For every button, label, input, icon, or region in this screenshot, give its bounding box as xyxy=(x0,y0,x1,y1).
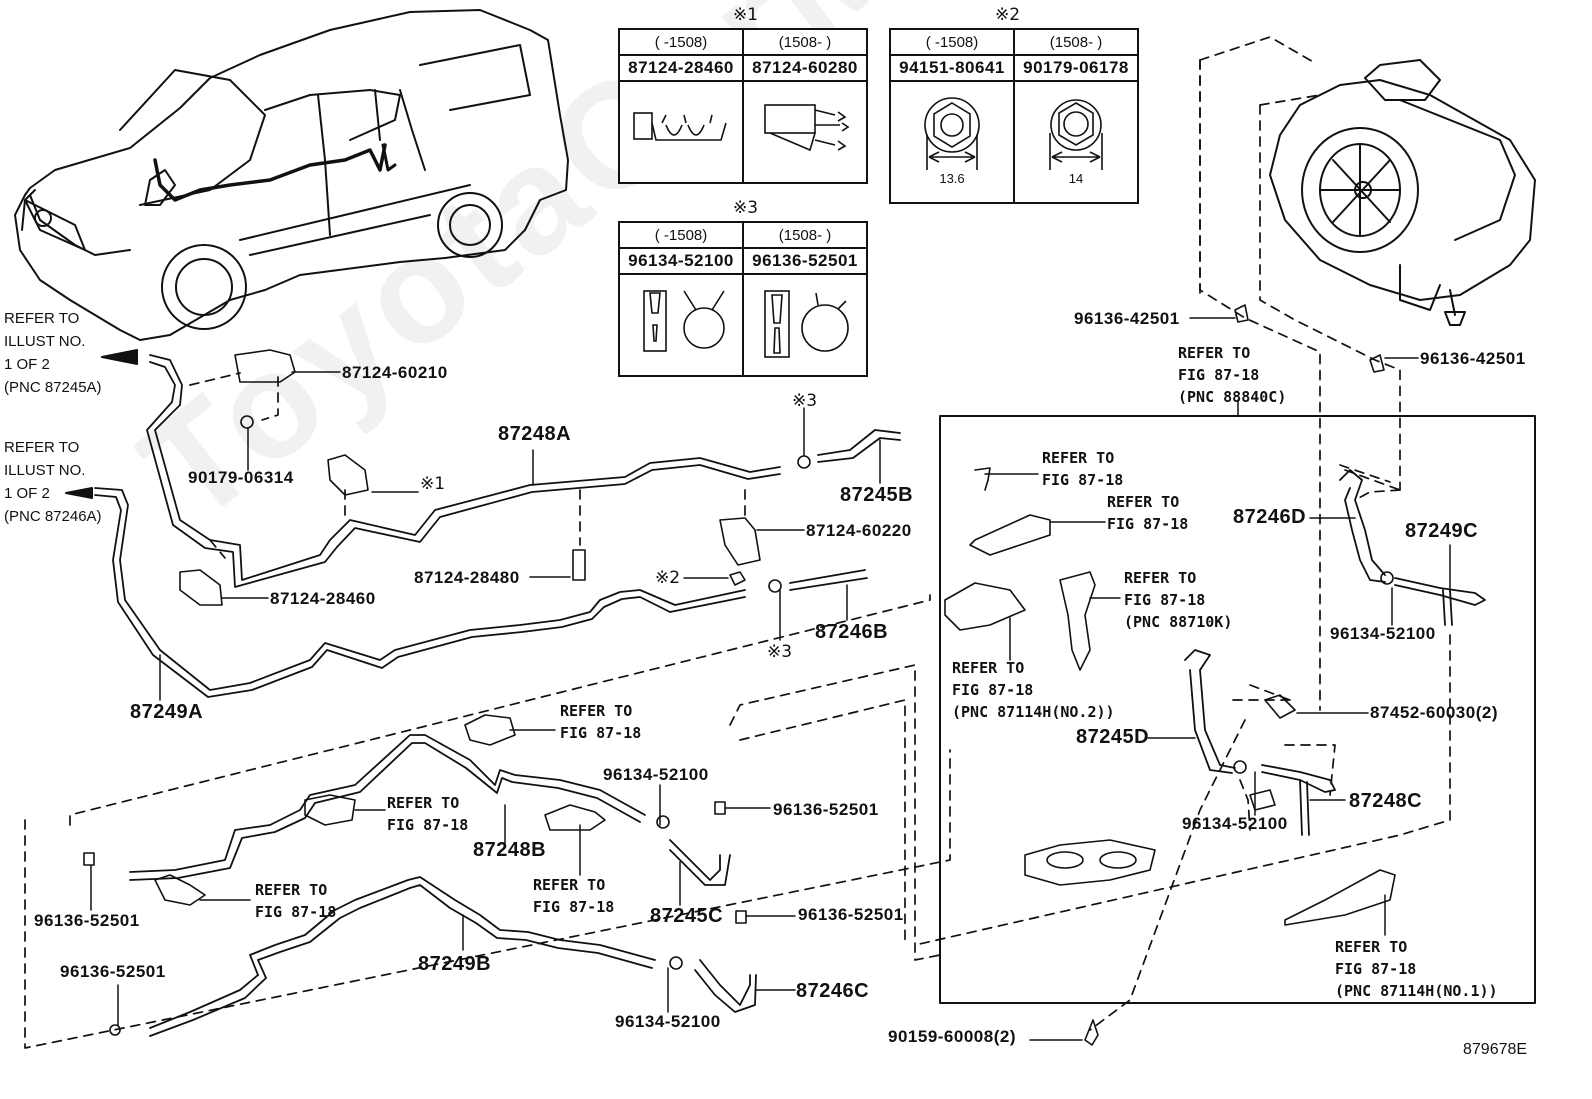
part-label-87452-60030[interactable]: 87452-60030(2) xyxy=(1370,703,1498,722)
nut-icon: 13.6 xyxy=(889,80,1015,204)
refer-illust-note-87246a[interactable]: REFER TO ILLUST NO. 1 OF 2 (PNC 87246A) xyxy=(4,439,102,525)
part-number[interactable]: 90179-06178 xyxy=(1013,54,1139,82)
part-label-87249c[interactable]: 87249C xyxy=(1405,520,1479,542)
refer-illust-note-87245a[interactable]: REFER TO ILLUST NO. 1 OF 2 (PNC 87245A) xyxy=(4,310,102,396)
part-label-87248a[interactable]: 87248A xyxy=(498,423,572,445)
part-label-87248c[interactable]: 87248C xyxy=(1349,790,1423,812)
part-label-90159-60008[interactable]: 90159-60008(2) xyxy=(888,1027,1016,1046)
symbol-ref-2[interactable]: ※2 xyxy=(655,568,681,588)
refer-fig-note[interactable]: REFER TO FIG 87-18 xyxy=(1107,493,1189,533)
part-label-87246d[interactable]: 87246D xyxy=(1233,506,1307,528)
variant-symbol-3: ※3 xyxy=(733,198,759,218)
part-label-96136-52501[interactable]: 96136-52501 xyxy=(798,905,904,924)
clamp-icon xyxy=(618,80,744,184)
part-label-87249a[interactable]: 87249A xyxy=(130,701,204,723)
symbol-ref-3-upper[interactable]: ※3 xyxy=(792,391,818,411)
part-label-87124-28480[interactable]: 87124-28480 xyxy=(414,568,520,587)
refer-fig-note[interactable]: REFER TO FIG 87-18 xyxy=(255,881,337,921)
variant-table-3: ( -1508) (1508- ) 96134-52100 96136-5250… xyxy=(618,221,868,377)
range-after-1508: (1508- ) xyxy=(742,221,868,249)
part-number[interactable]: 94151-80641 xyxy=(889,54,1015,82)
part-label-87124-60220[interactable]: 87124-60220 xyxy=(806,521,912,540)
part-number[interactable]: 96134-52100 xyxy=(618,247,744,275)
refer-arrows xyxy=(65,349,138,499)
refer-fig-note[interactable]: REFER TO FIG 87-18 xyxy=(533,876,615,916)
assembly-dash-lines xyxy=(24,36,1451,1049)
variant-table-1: ( -1508) (1508- ) 87124-28460 87124-6028… xyxy=(618,28,868,184)
variant-symbol-1: ※1 xyxy=(733,5,759,25)
part-label-87124-60210[interactable]: 87124-60210 xyxy=(342,363,448,382)
variant-symbol-2: ※2 xyxy=(995,5,1021,25)
part-label-87245d[interactable]: 87245D xyxy=(1076,726,1150,748)
refer-fig-note[interactable]: REFER TO FIG 87-18 xyxy=(387,794,469,834)
part-label-96134-52100[interactable]: 96134-52100 xyxy=(1182,814,1288,833)
part-label-87248b[interactable]: 87248B xyxy=(473,839,547,861)
refer-fig-note[interactable]: REFER TO FIG 87-18 xyxy=(1042,449,1124,489)
vehicle-illustration xyxy=(14,9,569,341)
nut-dimension: 14 xyxy=(1069,171,1083,185)
part-label-87249b[interactable]: 87249B xyxy=(418,953,492,975)
hose-clamp-icon xyxy=(742,273,868,377)
refer-fig-87114h-no1[interactable]: REFER TO FIG 87-18 (PNC 87114H(NO.1)) xyxy=(1335,938,1498,1000)
range-before-1508: ( -1508) xyxy=(889,28,1015,56)
hose-clamp-icon xyxy=(618,273,744,377)
part-label-87124-28460[interactable]: 87124-28460 xyxy=(270,589,376,608)
symbol-ref-3-lower[interactable]: ※3 xyxy=(767,642,793,662)
part-label-87246c[interactable]: 87246C xyxy=(796,980,870,1002)
refer-fig-88840c[interactable]: REFER TO FIG 87-18 (PNC 88840C) xyxy=(1178,344,1287,406)
nut-icon: 14 xyxy=(1013,80,1139,204)
part-number[interactable]: 96136-52501 xyxy=(742,247,868,275)
part-label-96136-42501[interactable]: 96136-42501 xyxy=(1420,349,1526,368)
part-label-96134-52100[interactable]: 96134-52100 xyxy=(603,765,709,784)
range-after-1508: (1508- ) xyxy=(742,28,868,56)
range-after-1508: (1508- ) xyxy=(1013,28,1139,56)
part-label-90179-06314[interactable]: 90179-06314 xyxy=(188,468,294,487)
hvac-unit-illustration xyxy=(1269,59,1536,326)
part-label-96136-42501[interactable]: 96136-42501 xyxy=(1074,309,1180,328)
range-before-1508: ( -1508) xyxy=(618,28,744,56)
symbol-ref-1[interactable]: ※1 xyxy=(420,474,446,494)
figure-id: 879678E xyxy=(1463,1041,1528,1058)
part-label-96136-52501[interactable]: 96136-52501 xyxy=(60,962,166,981)
part-label-96136-52501[interactable]: 96136-52501 xyxy=(773,800,879,819)
refer-fig-88710k[interactable]: REFER TO FIG 87-18 (PNC 88710K) xyxy=(1124,569,1233,631)
part-number[interactable]: 87124-60280 xyxy=(742,54,868,82)
part-label-96134-52100[interactable]: 96134-52100 xyxy=(615,1012,721,1031)
refer-fig-note[interactable]: REFER TO FIG 87-18 xyxy=(560,702,642,742)
part-label-96134-52100[interactable]: 96134-52100 xyxy=(1330,624,1436,643)
part-label-96136-52501[interactable]: 96136-52501 xyxy=(34,911,140,930)
sub-assembly-frame xyxy=(939,415,1536,1004)
part-number[interactable]: 87124-28460 xyxy=(618,54,744,82)
part-label-87245b[interactable]: 87245B xyxy=(840,484,914,506)
part-label-87246b[interactable]: 87246B xyxy=(815,621,889,643)
clamp-icon xyxy=(742,80,868,184)
refer-fig-87114h-no2[interactable]: REFER TO FIG 87-18 (PNC 87114H(NO.2)) xyxy=(952,659,1115,721)
part-label-87245c[interactable]: 87245C xyxy=(650,905,724,927)
clips-and-clamps xyxy=(83,304,1396,1046)
leader-lines xyxy=(90,317,1451,1041)
range-before-1508: ( -1508) xyxy=(618,221,744,249)
hose-pipes xyxy=(94,354,1486,1037)
variant-table-2: ( -1508) (1508- ) 94151-80641 90179-0617… xyxy=(889,28,1139,204)
nut-dimension: 13.6 xyxy=(939,171,964,185)
